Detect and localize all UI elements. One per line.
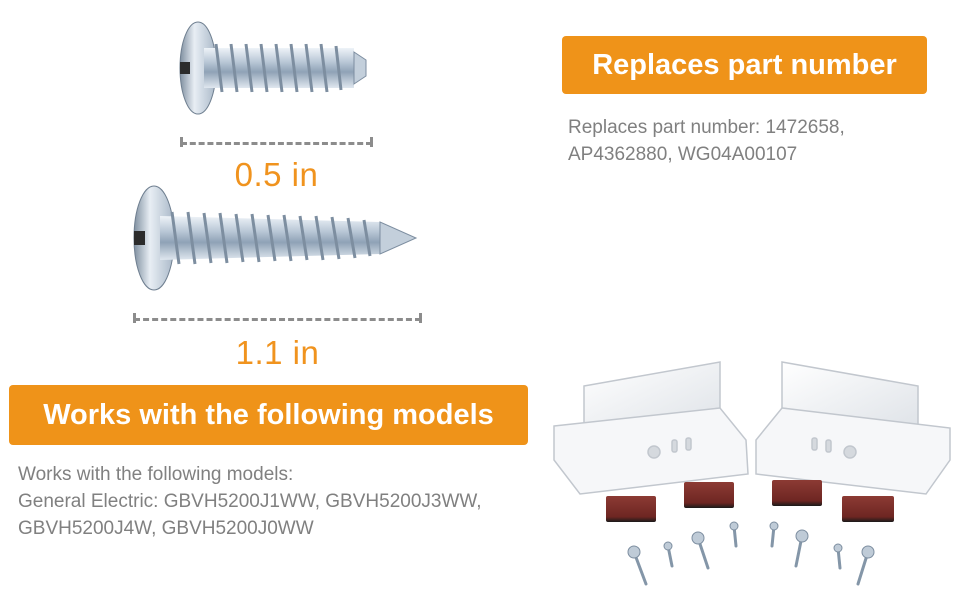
right-bracket — [755, 361, 951, 495]
replaces-line: AP4362880, WG04A00107 — [568, 144, 798, 165]
long-screw-dimension-line — [133, 313, 422, 323]
models-line: GBVH5200J4W, GBVH5200J0WW — [18, 518, 314, 539]
short-screw-image — [179, 21, 367, 115]
adhesive-pads — [606, 480, 894, 522]
models-description: Works with the following models: General… — [18, 461, 558, 542]
long-screw-length: 1.1 in — [235, 334, 320, 371]
mounting-screws — [627, 521, 875, 586]
long-screw-image — [133, 185, 418, 291]
replaces-line: Replaces part number: 1472658, — [568, 117, 845, 138]
short-screw-length: 0.5 in — [234, 156, 319, 193]
short-screw-dimension-line — [180, 137, 373, 147]
replaces-heading: Replaces part number — [562, 36, 927, 94]
models-heading: Works with the following models — [9, 385, 528, 445]
models-line: General Electric: GBVH5200J1WW, GBVH5200… — [18, 491, 482, 512]
replaces-description: Replaces part number: 1472658, AP4362880… — [568, 114, 948, 168]
bracket-kit-image — [553, 361, 951, 586]
models-line: Works with the following models: — [18, 464, 294, 485]
left-bracket — [553, 361, 749, 495]
